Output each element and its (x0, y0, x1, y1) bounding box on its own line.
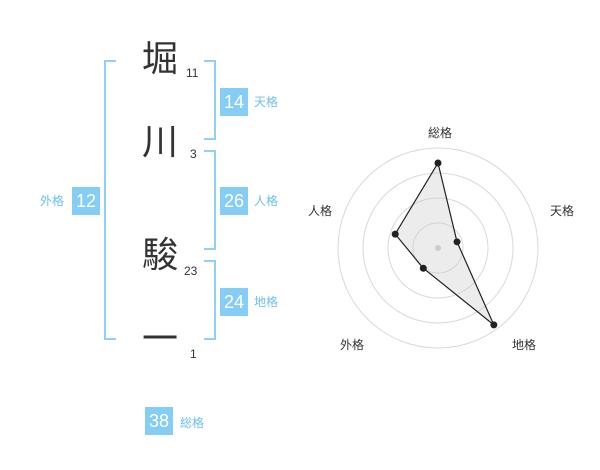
radar-chart (337, 147, 539, 349)
name-char-1: 堀 (141, 39, 178, 80)
gaikaku-bracket (104, 60, 116, 340)
radar-point-2 (453, 238, 461, 246)
radar-point-4 (419, 264, 427, 272)
radar-label-soukaku: 総格 (427, 126, 452, 140)
jinkaku-label: 人格 (254, 194, 279, 208)
tenkaku-label: 天格 (254, 95, 279, 109)
name-char-3: 駿 (141, 235, 178, 276)
soukaku-value: 38 (145, 407, 173, 435)
radar-center (435, 245, 441, 251)
gaikaku-value: 12 (72, 187, 100, 215)
radar-points (391, 159, 498, 329)
radar-ring-1 (412, 222, 464, 274)
radar-label-tenkaku: 天格 (549, 204, 574, 218)
radar-ring-3 (362, 172, 514, 324)
chikaku-value: 24 (220, 288, 248, 316)
radar-grid (337, 147, 539, 349)
name-char-4: 一 (141, 319, 178, 360)
gaikaku-label: 外格 (40, 194, 65, 208)
radar-polygon (394, 161, 495, 326)
jinkaku-bracket (204, 150, 216, 250)
radar-label-gaikaku: 外格 (339, 338, 364, 352)
radar-ring-2 (387, 197, 489, 299)
stroke-count-3: 23 (184, 264, 198, 278)
radar-label-chikaku: 地格 (511, 338, 536, 352)
radar-ring-4 (337, 147, 539, 349)
radar-point-1 (434, 159, 442, 167)
radar-point-5 (391, 230, 399, 238)
chikaku-label: 地格 (254, 295, 279, 309)
stroke-count-1: 11 (186, 66, 199, 80)
radar-label-jinkaku: 人格 (307, 204, 332, 218)
chikaku-bracket (204, 260, 216, 340)
radar-point-3 (490, 321, 498, 329)
tenkaku-bracket (204, 60, 216, 140)
name-char-2: 川 (141, 122, 178, 163)
tenkaku-value: 14 (220, 88, 248, 116)
stroke-count-2: 3 (190, 147, 197, 161)
soukaku-label: 総格 (180, 416, 205, 430)
jinkaku-value: 26 (220, 187, 248, 215)
stroke-count-4: 1 (190, 347, 197, 361)
